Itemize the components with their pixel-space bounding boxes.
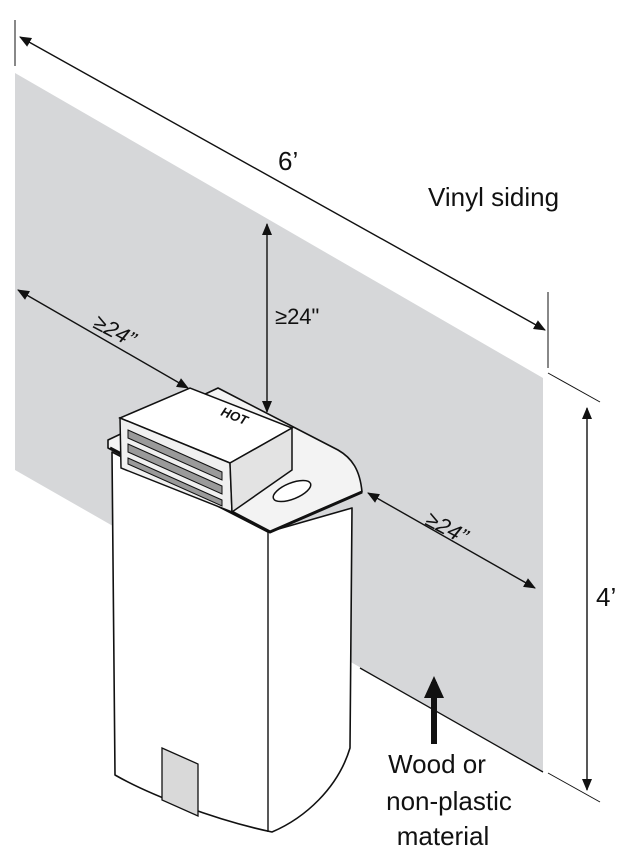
top-vent-oval	[272, 479, 312, 503]
access-panel	[161, 746, 199, 818]
trim-edge-line	[359, 667, 544, 773]
right-clearance-arrow	[367, 492, 536, 589]
exhaust-hood-side	[229, 426, 293, 514]
material-pointer-arrowhead	[424, 676, 444, 698]
material-label-line3: material	[397, 821, 489, 851]
louver-slot-3	[127, 457, 223, 507]
extension-line-bottom	[547, 772, 601, 803]
heater-body	[111, 451, 353, 833]
louver-slot-2	[127, 443, 223, 495]
width-label: 6’	[278, 146, 298, 176]
material-label-line1: Wood or	[388, 749, 486, 779]
louver-slot-1	[127, 429, 223, 481]
width-dimension-arrow	[19, 36, 546, 331]
height-label: 4’	[596, 582, 616, 612]
material-label-line2: non-plastic	[386, 786, 512, 816]
water-heater: HOT	[107, 387, 363, 833]
siding-label: Vinyl siding	[428, 182, 559, 212]
left-clearance-arrow	[17, 289, 189, 389]
extension-line-top	[547, 372, 601, 403]
top-clearance-label: ≥24"	[275, 304, 319, 329]
